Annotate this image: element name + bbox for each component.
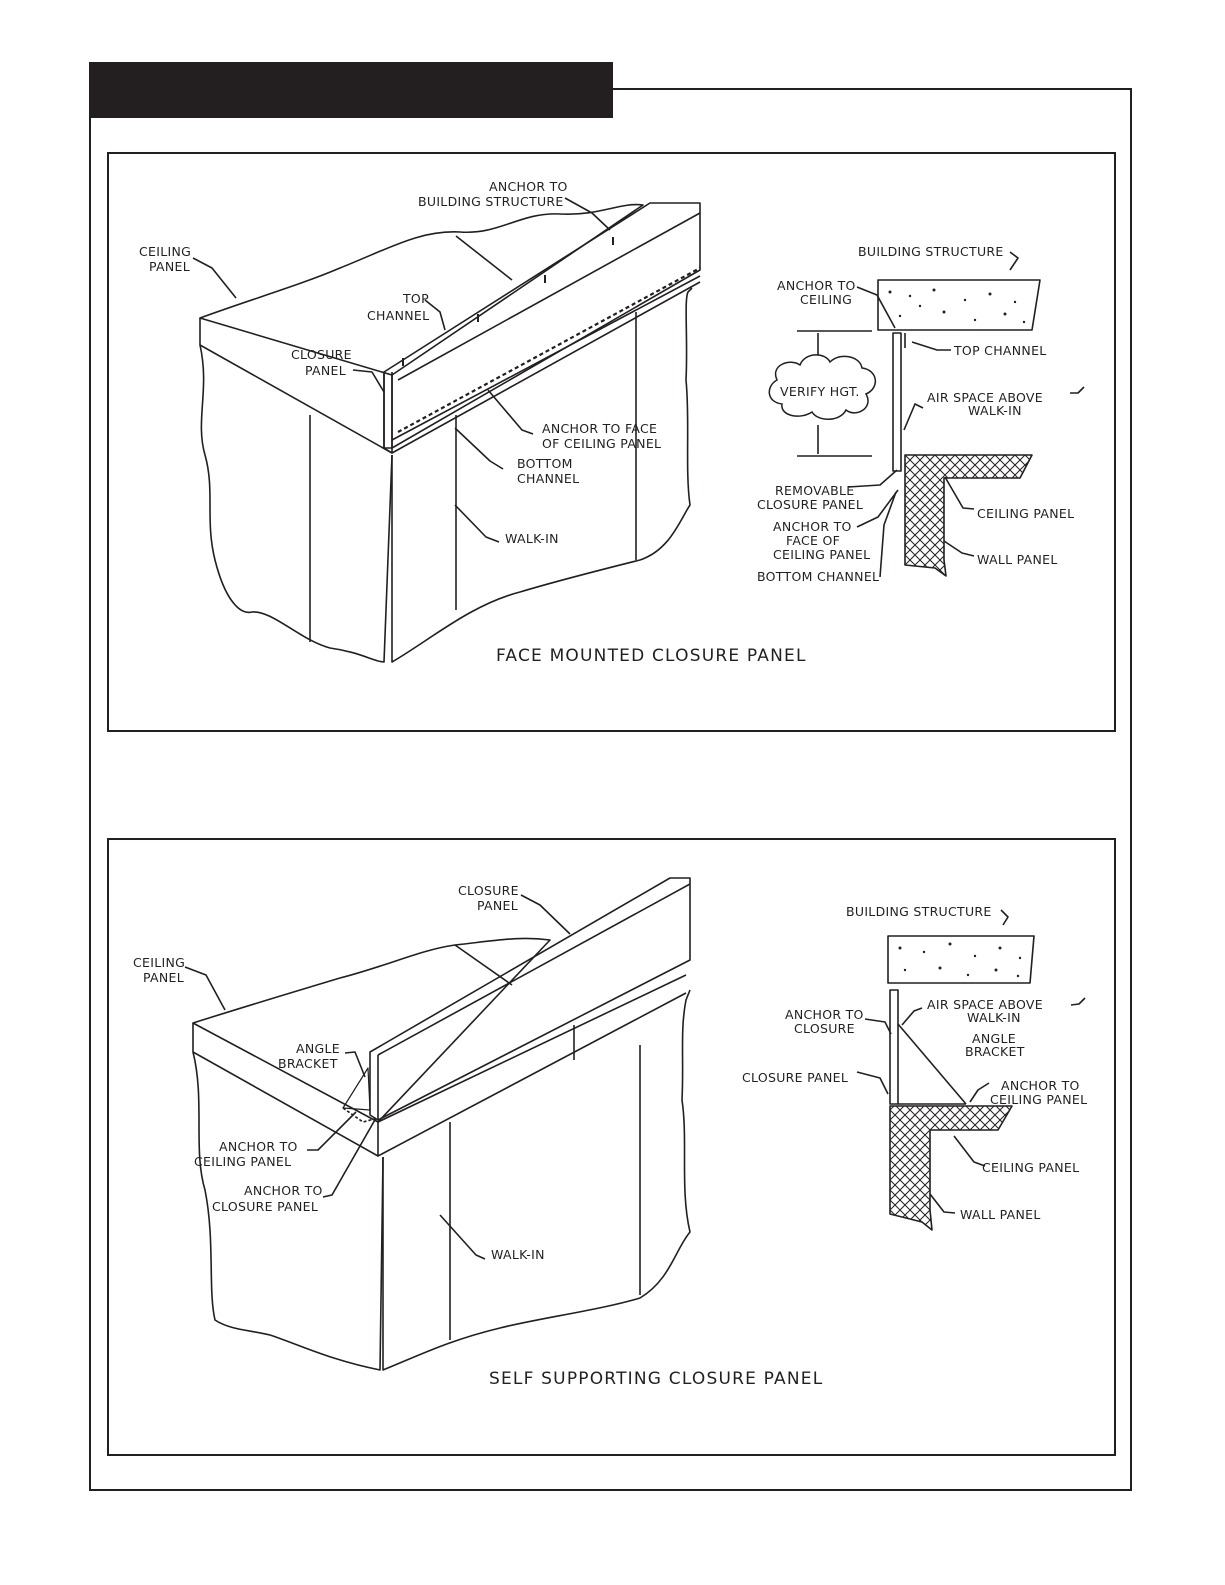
label-anchor-ceiling-2: CEILING PANEL xyxy=(990,1092,1087,1107)
label-removable-1: REMOVABLE xyxy=(775,483,854,498)
label-top-channel: TOP CHANNEL xyxy=(953,343,1047,358)
label-removable-2: CLOSURE PANEL xyxy=(757,497,863,512)
label-walk-in: WALK-IN xyxy=(505,531,559,546)
label-air-space-1: AIR SPACE ABOVE xyxy=(927,997,1043,1012)
label-top-channel-2: CHANNEL xyxy=(367,308,429,323)
label-bottom-channel: BOTTOM CHANNEL xyxy=(757,569,879,584)
label-anchor-face-1: ANCHOR TO xyxy=(773,519,852,534)
verify-cloud xyxy=(768,354,876,420)
label-ceiling-panel-2: PANEL xyxy=(149,259,190,274)
label-anchor-closure-1: ANCHOR TO xyxy=(785,1007,864,1022)
label-closure-panel-2: PANEL xyxy=(305,363,346,378)
label-ceiling-panel: CEILING PANEL xyxy=(982,1160,1079,1175)
label-angle-bracket-2: BRACKET xyxy=(965,1044,1025,1059)
label-anchor-face-2: FACE OF xyxy=(786,533,840,548)
face-mounted-frame xyxy=(107,152,1116,732)
label-air-space-1: AIR SPACE ABOVE xyxy=(927,390,1043,405)
label-ceiling-panel-2: PANEL xyxy=(143,970,184,985)
self-supporting-caption: SELF SUPPORTING CLOSURE PANEL xyxy=(489,1369,823,1389)
face-mounted-section-drawing xyxy=(797,251,1085,578)
label-anchor-ceiling-1: ANCHOR TO xyxy=(777,278,856,293)
label-anchor-ceiling-1: ANCHOR TO xyxy=(1001,1078,1080,1093)
label-building-structure: BUILDING STRUCTURE xyxy=(846,904,992,919)
label-anchor-building-2: BUILDING STRUCTURE xyxy=(418,194,564,209)
face-mounted-caption: FACE MOUNTED CLOSURE PANEL xyxy=(496,646,807,666)
label-angle-bracket-1: ANGLE xyxy=(972,1031,1016,1046)
label-anchor-face-1: ANCHOR TO FACE xyxy=(542,421,657,436)
self-supporting-frame xyxy=(107,838,1116,1456)
label-closure-panel-2: PANEL xyxy=(477,898,518,913)
label-ceiling-panel-1: CEILING xyxy=(133,955,185,970)
label-air-space-2: WALK-IN xyxy=(968,403,1022,418)
label-closure-panel-1: CLOSURE xyxy=(291,347,352,362)
label-anchor-closure-1: ANCHOR TO xyxy=(244,1183,323,1198)
self-supporting-iso-labels: CLOSURE PANEL CEILING PANEL ANGLE BRACKE… xyxy=(133,883,545,1262)
label-wall-panel: WALL PANEL xyxy=(960,1207,1041,1222)
label-anchor-ceiling-1: ANCHOR TO xyxy=(219,1139,298,1154)
label-closure-panel: CLOSURE PANEL xyxy=(742,1070,848,1085)
label-ceiling-panel-1: CEILING xyxy=(139,244,191,259)
label-walk-in: WALK-IN xyxy=(491,1247,545,1262)
label-air-space-2: WALK-IN xyxy=(967,1010,1021,1025)
face-mounted-section-labels: BUILDING STRUCTURE ANCHOR TO CEILING TOP… xyxy=(757,244,1074,584)
label-verify-hgt: VERIFY HGT. xyxy=(780,384,860,399)
header-bar xyxy=(89,62,613,118)
label-top-channel-1: TOP xyxy=(402,291,429,306)
label-anchor-ceiling-2: CEILING PANEL xyxy=(194,1154,291,1169)
label-anchor-closure-2: CLOSURE xyxy=(794,1021,855,1036)
label-anchor-building-1: ANCHOR TO xyxy=(489,179,568,194)
label-anchor-face-2: OF CEILING PANEL xyxy=(542,436,661,451)
label-building-structure: BUILDING STRUCTURE xyxy=(858,244,1004,259)
label-anchor-face-3: CEILING PANEL xyxy=(773,547,870,562)
label-bottom-channel-2: CHANNEL xyxy=(517,471,579,486)
self-supporting-section-drawing xyxy=(856,909,1086,1231)
self-supporting-iso-drawing xyxy=(184,877,691,1371)
label-anchor-closure-2: CLOSURE PANEL xyxy=(212,1199,318,1214)
label-angle-bracket-1: ANGLE xyxy=(296,1041,340,1056)
label-ceiling-panel: CEILING PANEL xyxy=(977,506,1074,521)
label-anchor-ceiling-2: CEILING xyxy=(800,292,852,307)
face-mounted-iso-drawing xyxy=(192,197,701,663)
page-frame xyxy=(89,88,1132,1491)
label-bottom-channel-1: BOTTOM xyxy=(517,456,573,471)
self-supporting-section-labels: BUILDING STRUCTURE ANCHOR TO CLOSURE AIR… xyxy=(742,904,1087,1222)
label-angle-bracket-2: BRACKET xyxy=(278,1056,338,1071)
face-mounted-iso-labels: ANCHOR TO BUILDING STRUCTURE CEILING PAN… xyxy=(139,179,661,546)
label-closure-panel-1: CLOSURE xyxy=(458,883,519,898)
label-wall-panel: WALL PANEL xyxy=(977,552,1058,567)
slab-speckles xyxy=(888,288,1026,978)
